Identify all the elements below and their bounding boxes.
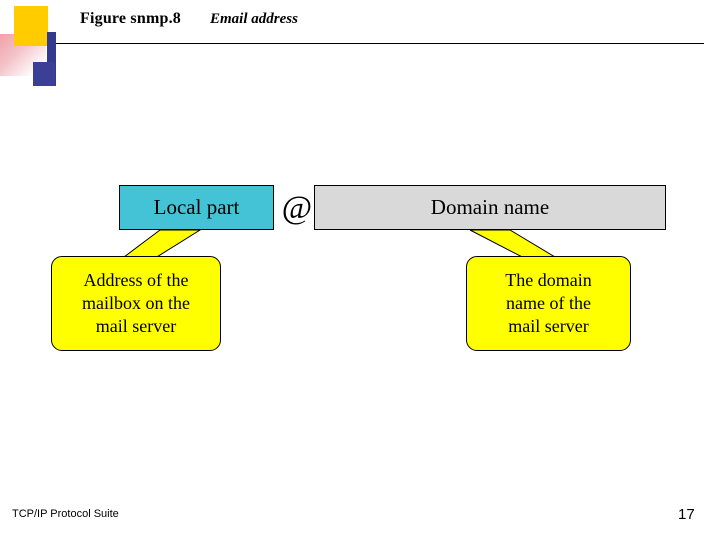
- box-local-part: Local part: [119, 185, 274, 230]
- blue-square-decoration: [33, 62, 55, 86]
- callout-local-line-1: Address of the: [83, 269, 189, 290]
- footer-text: TCP/IP Protocol Suite: [12, 508, 119, 520]
- callout-domain-line-2: name of the: [506, 292, 591, 313]
- callout-local-line-3: mail server: [95, 316, 177, 337]
- slide-subtitle: Email address: [210, 11, 298, 27]
- box-local-part-label: Local part: [153, 194, 240, 219]
- at-sign-label: @: [281, 189, 313, 226]
- box-domain-name: Domain name: [314, 185, 666, 230]
- callout-local-line-2: mailbox on the: [82, 292, 190, 313]
- box-domain-name-label: Domain name: [430, 194, 550, 219]
- page-number: 17: [678, 506, 695, 523]
- header-divider: [56, 43, 704, 44]
- slide-title: Figure snmp.8: [80, 10, 181, 27]
- callout-domain-line-1: The domain: [505, 269, 592, 290]
- callout-local-part: Address of the mailbox on the mail serve…: [51, 256, 221, 351]
- yellow-square-decoration: [14, 6, 48, 46]
- callout-domain-name: The domain name of the mail server: [466, 256, 631, 351]
- blue-vertical-bar-decoration: [47, 32, 56, 86]
- callout-domain-line-3: mail server: [508, 316, 589, 337]
